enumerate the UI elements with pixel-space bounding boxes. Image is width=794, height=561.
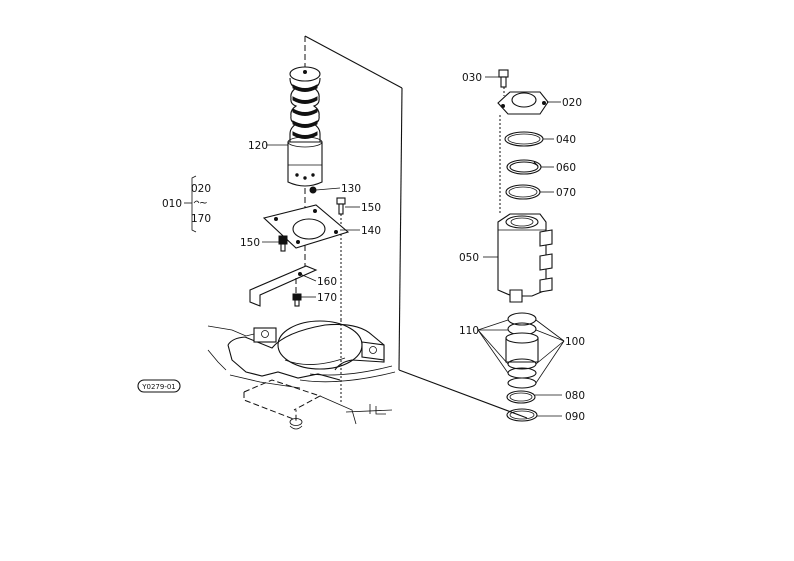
leader-lines [184, 76, 565, 417]
ring-070 [505, 184, 541, 200]
screw-030 [498, 69, 509, 96]
callout-120: 120 [248, 140, 268, 152]
callout-020: 020 [562, 97, 582, 109]
callout-100: 100 [565, 336, 585, 348]
swivel-spring-assembly [287, 66, 323, 215]
chassis-frame [207, 320, 396, 430]
mounting-plate-140 [262, 204, 350, 268]
o-ring-040 [504, 131, 544, 147]
callout-170-kit: 170 [191, 213, 211, 225]
bolt-150-b [278, 235, 288, 252]
callout-170: 170 [317, 292, 337, 304]
seal-stack [505, 312, 539, 422]
rotary-body-050 [497, 213, 553, 303]
callout-070: 070 [556, 187, 576, 199]
callout-150-upper: 150 [361, 202, 381, 214]
bolt-170 [292, 293, 302, 307]
callout-130: 130 [341, 183, 361, 195]
drawing-code: Y0279-01 [141, 383, 176, 391]
callout-060: 060 [556, 162, 576, 174]
bolt-150-a [336, 197, 346, 320]
bolt-130 [309, 186, 317, 194]
drawing-code-badge: Y0279-01 [137, 379, 181, 393]
callout-labels: 010 020 ~ 170 120 130 150 140 150 160 17… [162, 72, 585, 423]
snap-ring-060 [506, 159, 542, 175]
callout-030: 030 [462, 72, 482, 84]
callout-110: 110 [459, 325, 479, 337]
callout-140: 140 [361, 225, 381, 237]
callout-020-kit: 020 [191, 183, 211, 195]
callout-150-lower: 150 [240, 237, 260, 249]
callout-160: 160 [317, 276, 337, 288]
callout-080: 080 [565, 390, 585, 402]
callout-010: 010 [162, 198, 182, 210]
bracket-160 [249, 265, 318, 307]
cover-020 [497, 91, 549, 215]
callout-040: 040 [556, 134, 576, 146]
callout-090: 090 [565, 411, 585, 423]
callout-range-tilde: ~ [199, 197, 208, 209]
frame-lines [304, 35, 528, 419]
callout-050: 050 [459, 252, 479, 264]
